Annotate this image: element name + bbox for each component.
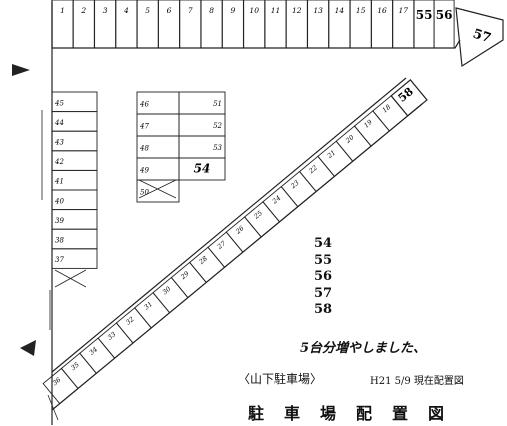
parking-space-25-number: 25 (252, 209, 264, 221)
parking-space-28-number: 28 (197, 255, 209, 267)
parking-space-18-number: 18 (381, 103, 392, 114)
parking-space-10-number: 10 (249, 6, 259, 15)
added-space-58: 58 (313, 302, 333, 317)
parking-space-22-number: 22 (307, 164, 319, 176)
parking-space-41-label: 41 (54, 178, 64, 186)
parking-space-24-number: 24 (270, 194, 282, 206)
added-space-56: 56 (313, 269, 333, 284)
added-space-54-label: 54 (194, 162, 211, 176)
parking-space-37 (51, 248, 98, 269)
parking-space-5-number: 5 (145, 6, 150, 15)
parking-space-52-number: 52 (213, 122, 222, 130)
parking-space-13-number: 13 (313, 6, 323, 15)
parking-space-51-number: 51 (213, 100, 222, 108)
added-space-56 (433, 0, 455, 49)
parking-space-20-number: 20 (343, 133, 355, 145)
parking-space-32: 32 (115, 307, 152, 344)
entrance-arrow-icon (20, 340, 36, 356)
parking-space-30-number: 30 (161, 285, 172, 296)
parking-space-40-label: 40 (54, 197, 64, 205)
added-space-55-number: 55 (416, 8, 433, 22)
parking-space-29-number: 29 (178, 270, 190, 282)
parking-space-39-label: 39 (55, 217, 64, 225)
parking-space-36: 36 (42, 367, 79, 405)
parking-space-32-number: 32 (124, 315, 135, 326)
added-space-55: 55 (313, 252, 333, 268)
parking-space-15-number: 15 (356, 6, 366, 15)
lot-subtitle: 〈山下駐車場〉 (238, 372, 323, 386)
parking-space-50 (136, 179, 180, 203)
parking-space-53-number: 53 (213, 144, 222, 152)
parking-space-29: 29 (170, 261, 207, 299)
parking-space-27-number: 27 (215, 239, 228, 252)
parking-space-31-number: 31 (143, 300, 154, 311)
page-title: 駐 車 場 配 置 図 (248, 404, 447, 423)
added-space-57: 57 (313, 285, 333, 301)
added-space-54 (178, 157, 226, 181)
added-space-54: 54 (313, 236, 333, 251)
parking-space-33: 33 (97, 322, 134, 359)
parking-space-8-number: 8 (209, 6, 214, 15)
parking-space-23-number: 23 (288, 179, 300, 191)
parking-space-16-number: 16 (377, 6, 387, 15)
parking-space-17-number: 17 (399, 6, 409, 15)
parking-space-1-number: 1 (60, 6, 65, 15)
parking-space-43-label: 43 (54, 139, 64, 147)
blocked-stall-markers (54, 179, 177, 288)
parking-space-4-number: 4 (123, 6, 129, 15)
parking-space-3-number: 3 (103, 6, 108, 15)
parking-space-34-number: 34 (88, 345, 99, 356)
parking-space-48-label: 48 (139, 145, 149, 153)
parking-space-46-label: 46 (139, 101, 149, 109)
parking-space-28: 28 (189, 246, 226, 284)
parking-space-50-label: 50 (140, 189, 149, 197)
parking-space-2-number: 2 (80, 6, 86, 15)
added-space-58-number: 58 (396, 85, 416, 105)
entrance-arrow-icon (12, 64, 30, 76)
parking-space-14-number: 14 (335, 6, 345, 15)
parking-space-34: 34 (79, 337, 116, 374)
added-spaces-list: 54 55 56 57 58 (306, 236, 340, 319)
parking-space-6-number: 6 (167, 6, 172, 15)
parking-space-44-label: 44 (54, 119, 64, 127)
parking-space-19-number: 19 (362, 118, 373, 129)
parking-space-21-number: 21 (325, 148, 337, 160)
added-space-57-number: 57 (471, 27, 493, 47)
parking-space-33-number: 33 (106, 330, 117, 341)
parking-space-30: 30 (152, 276, 189, 314)
added-note: 5台分増やしました、 (300, 341, 427, 356)
parking-space-37-label: 37 (55, 256, 64, 264)
parking-space-36-number: 36 (51, 376, 62, 387)
added-space-56-number: 56 (436, 8, 453, 22)
parking-space-45-label: 45 (54, 99, 64, 107)
parking-space-31: 31 (134, 292, 171, 329)
date-note: H21 5/9 現在配置図 (370, 376, 464, 387)
parking-space-9-number: 9 (231, 6, 236, 15)
parking-space-38-label: 38 (55, 237, 64, 245)
parking-space-11-number: 11 (271, 6, 281, 15)
parking-space-26-number: 26 (233, 224, 245, 236)
parking-space-35: 35 (60, 352, 97, 390)
parking-space-35-number: 35 (69, 361, 80, 372)
parking-space-12-number: 12 (292, 6, 302, 15)
parking-space-7-number: 7 (188, 6, 193, 15)
parking-space-42-label: 42 (54, 158, 64, 166)
parking-space-49-label: 49 (139, 167, 149, 175)
parking-space-47-label: 47 (139, 123, 149, 131)
